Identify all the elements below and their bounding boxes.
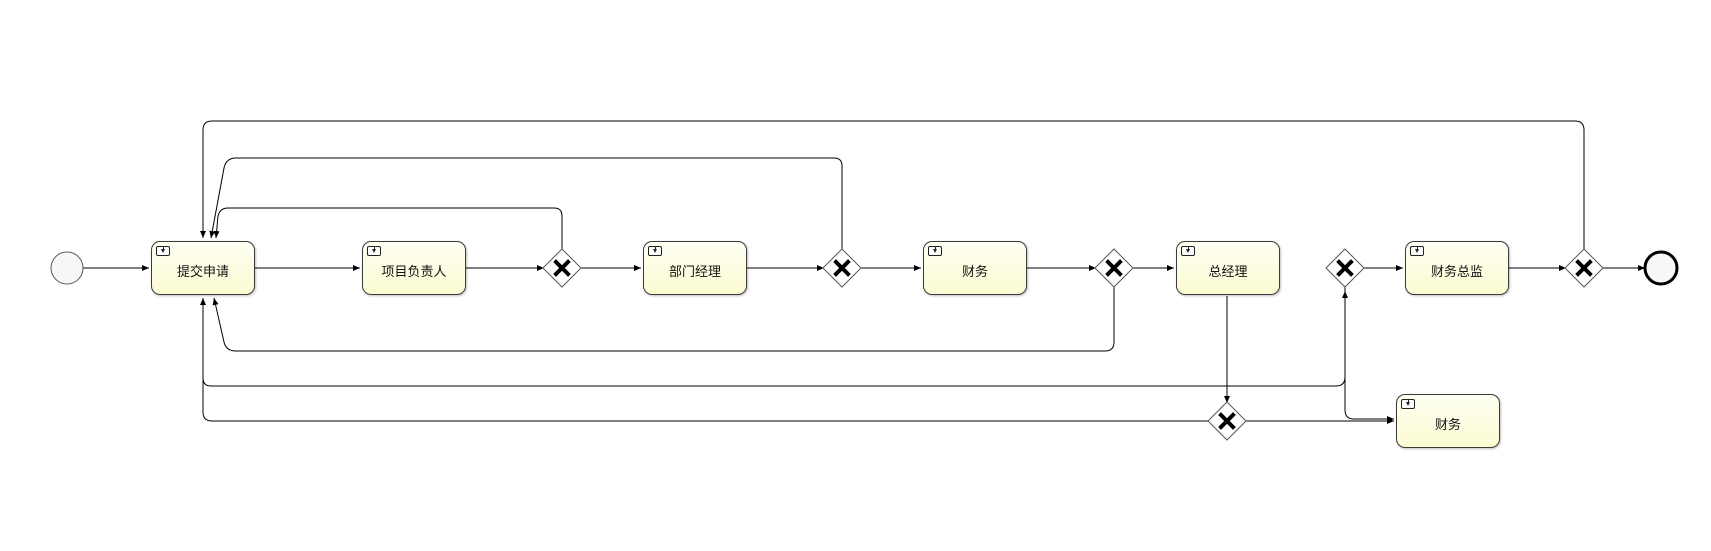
- start-event-icon[interactable]: [50, 251, 84, 285]
- task-label: 项目负责人: [381, 264, 447, 280]
- exclusive-gateway-icon: [833, 259, 851, 277]
- gateway-4[interactable]: [1207, 401, 1247, 441]
- exclusive-gateway-icon: [1575, 259, 1593, 277]
- user-task-icon: [367, 246, 381, 256]
- flow-gateway-6-back-to-submit[interactable]: [200, 120, 1585, 250]
- task-cfo[interactable]: 财务总监: [1405, 241, 1509, 295]
- task-finance[interactable]: 财务: [923, 241, 1027, 295]
- task-label: 财务: [961, 264, 988, 280]
- gateway-2[interactable]: [822, 248, 862, 288]
- end-event-icon[interactable]: [1643, 250, 1679, 286]
- task-finance-2[interactable]: 财务: [1396, 394, 1500, 448]
- exclusive-gateway-icon: [1218, 412, 1236, 430]
- flow-gateway-1-back-to-submit[interactable]: [213, 207, 563, 250]
- gateway-3[interactable]: [1094, 248, 1134, 288]
- user-task-icon: [156, 246, 170, 256]
- user-task-icon: [1401, 399, 1415, 409]
- gateway-6[interactable]: [1564, 248, 1604, 288]
- task-project-lead[interactable]: 项目负责人: [362, 241, 466, 295]
- task-label: 财务总监: [1430, 264, 1483, 280]
- flow-gateway-4-back-to-submit[interactable]: [200, 298, 1209, 422]
- flow-gateway-2-back-to-submit[interactable]: [209, 157, 843, 250]
- exclusive-gateway-icon: [1105, 259, 1123, 277]
- flow-gateway-3-back-to-submit[interactable]: [212, 286, 1115, 352]
- task-general-manager[interactable]: 总经理: [1176, 241, 1280, 295]
- user-task-icon: [648, 246, 662, 256]
- task-label: 财务: [1434, 417, 1461, 433]
- user-task-icon: [1181, 246, 1195, 256]
- task-label: 总经理: [1208, 264, 1248, 280]
- sequence-flows: [82, 120, 1645, 424]
- gateway-1[interactable]: [542, 248, 582, 288]
- exclusive-gateway-icon: [553, 259, 571, 277]
- user-task-icon: [928, 246, 942, 256]
- flow-submit-to-gateway-5[interactable]: [202, 291, 1348, 387]
- gateway-5[interactable]: [1325, 248, 1365, 288]
- task-label: 提交申请: [176, 264, 229, 280]
- user-task-icon: [1410, 246, 1424, 256]
- flow-gateway-5-to-finance-2[interactable]: [1344, 286, 1394, 422]
- exclusive-gateway-icon: [1336, 259, 1354, 277]
- task-label: 部门经理: [668, 264, 721, 280]
- task-submit-application[interactable]: 提交申请: [151, 241, 255, 295]
- task-dept-manager[interactable]: 部门经理: [643, 241, 747, 295]
